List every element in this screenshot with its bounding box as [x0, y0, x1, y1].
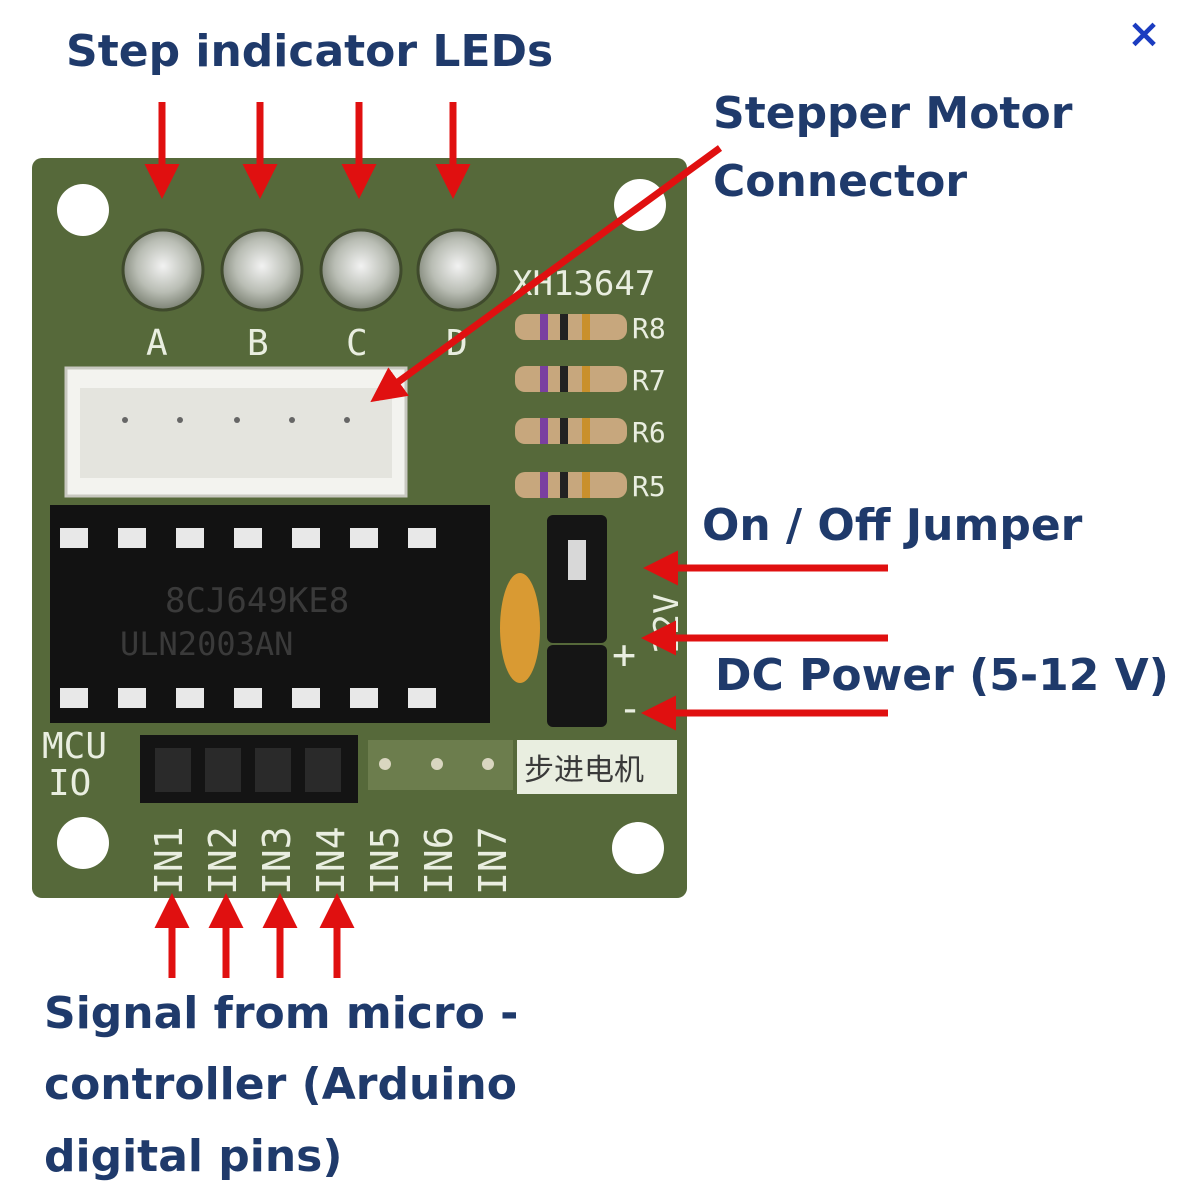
driver-chip: 8CJ649KE8 ULN2003AN: [50, 505, 490, 723]
led-letter: C: [346, 323, 368, 364]
dc-power-label: DC Power (5-12 V): [715, 650, 1169, 701]
power-minus-label: -: [618, 686, 642, 732]
step-leds-label: Step indicator LEDs: [66, 26, 554, 77]
signal-label-line1: Signal from micro -: [44, 988, 519, 1039]
led-c: C: [319, 228, 403, 364]
pin-label-in6: IN6: [417, 826, 461, 895]
arrow-motor-connector: [370, 145, 723, 403]
svg-text:R8: R8: [632, 312, 666, 345]
input-header: [140, 735, 358, 803]
svg-text:R5: R5: [632, 470, 666, 503]
pin-label-in1: IN1: [147, 826, 191, 895]
svg-text:R6: R6: [632, 416, 666, 449]
chinese-label: 步进电机: [524, 753, 644, 788]
mount-hole: [612, 822, 664, 874]
pin-label-in4: IN4: [309, 826, 353, 895]
resistor-r5: R5: [515, 470, 666, 503]
svg-text:R7: R7: [632, 364, 666, 397]
motor-connector-label-line2: Connector: [713, 155, 968, 207]
signal-label: Signal from micro - controller (Arduino …: [44, 978, 518, 1192]
motor-connector-label: Stepper Motor Connector: [713, 88, 1072, 208]
mcu-label: MCU: [42, 726, 107, 767]
signal-label-line3: digital pins): [44, 1130, 343, 1182]
resistor-r8: R8: [515, 312, 666, 345]
arrows: [144, 102, 888, 978]
power-plus-label: +: [612, 632, 636, 678]
chinese-label-box: [517, 740, 677, 794]
led-letter: B: [247, 323, 269, 364]
capacitor: [500, 573, 540, 683]
resistor-r6: R6: [515, 416, 666, 449]
led-a: A: [121, 228, 205, 364]
signal-label-line2: controller (Arduino: [44, 1059, 517, 1111]
mount-hole: [57, 184, 109, 236]
resistor-r7: R7: [515, 364, 666, 397]
svg-text:ULN2003AN: ULN2003AN: [120, 625, 293, 663]
pin-label-in2: IN2: [201, 826, 245, 895]
motor-connector-label-line1: Stepper Motor: [713, 88, 1073, 139]
close-button[interactable]: ×: [1127, 11, 1161, 57]
led-letter: A: [146, 323, 168, 364]
power-voltage-label: 12V: [647, 594, 687, 655]
pin-label-in3: IN3: [255, 826, 299, 895]
jumper-header: [547, 515, 607, 727]
led-b: B: [220, 228, 304, 364]
motor-connector: [64, 366, 408, 498]
pin-label-in7: IN7: [471, 826, 515, 895]
mount-hole: [57, 817, 109, 869]
io-label: IO: [48, 763, 91, 804]
pin-label-in5: IN5: [363, 826, 407, 895]
svg-text:8CJ649KE8: 8CJ649KE8: [165, 581, 349, 621]
unused-pads: [368, 740, 513, 790]
jumper-label: On / Off Jumper: [702, 500, 1083, 551]
